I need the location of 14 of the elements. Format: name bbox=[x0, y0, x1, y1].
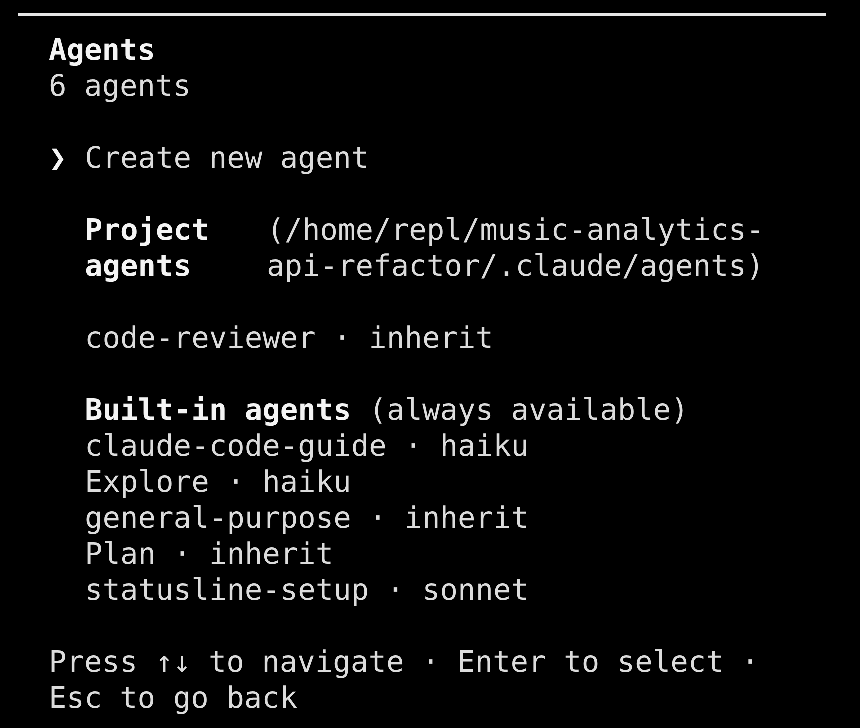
agent-entry: general-purpose · inherit bbox=[85, 500, 530, 536]
section-heading: Project agents bbox=[85, 212, 210, 284]
agent-entry: code-reviewer · inherit bbox=[85, 320, 494, 356]
panel-title: Agents bbox=[49, 32, 156, 68]
agent-count: 6 agents bbox=[49, 68, 192, 104]
directory-path: (/home/repl/music-analytics-api-refactor/.claude/agents) bbox=[267, 212, 766, 284]
agent-entry: statusline-setup · sonnet bbox=[85, 572, 530, 608]
agent-entry: Explore · haiku bbox=[85, 464, 352, 500]
agent-entry: Plan · inherit bbox=[85, 536, 334, 572]
menu-item: Create new agent bbox=[85, 140, 370, 176]
agent-entry: claude-code-guide · haiku bbox=[85, 428, 530, 464]
section-heading: Built-in agents (always available) bbox=[85, 392, 689, 428]
help-text: Press ↑↓ to navigate · Enter to select · Esc to go back bbox=[49, 644, 760, 716]
selection-cursor: ❯ bbox=[49, 140, 67, 176]
